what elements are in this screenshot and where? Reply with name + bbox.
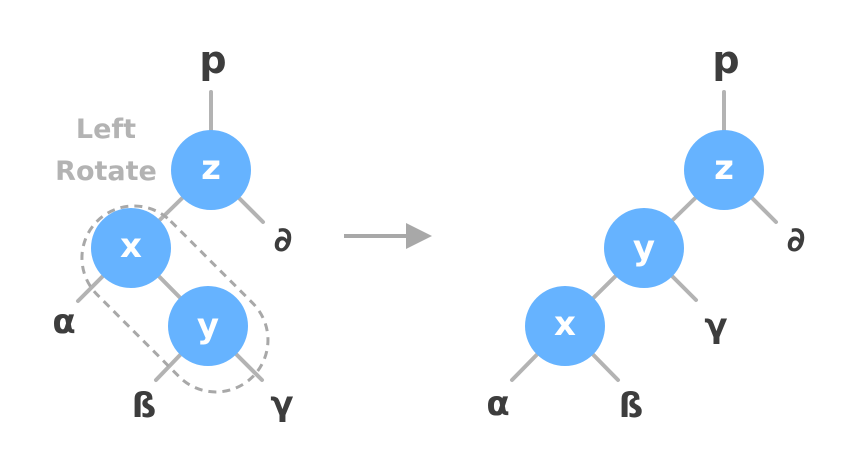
subtree-beta-after: ß [619, 386, 643, 426]
node-y-label-after: y [633, 228, 655, 268]
node-z-label-after: z [714, 148, 734, 188]
before-tree: z x y p ∂ α ß γ Left Rotate [52, 38, 293, 426]
subtree-delta-before: ∂ [274, 220, 293, 260]
node-z-label-before: z [201, 148, 221, 188]
subtree-delta-after: ∂ [787, 220, 806, 260]
rotation-highlight-outline [80, 204, 270, 394]
node-z-after: z [684, 130, 764, 210]
subtree-gamma-after: γ [704, 306, 727, 346]
subtree-alpha-after: α [486, 384, 509, 424]
node-y-after: y [604, 208, 684, 288]
caption-line-1: Left [76, 114, 136, 145]
subtree-gamma-before: γ [270, 384, 293, 424]
node-y-label-before: y [197, 306, 219, 346]
node-x-label-after: x [554, 304, 576, 344]
node-y-before: y [168, 286, 248, 366]
node-x-label-before: x [120, 226, 142, 266]
after-tree: z y x p ∂ γ α ß [486, 38, 805, 426]
node-x-before: x [91, 208, 171, 288]
node-z-before: z [171, 130, 251, 210]
subtree-beta-before: ß [132, 386, 156, 426]
caption-line-2: Rotate [55, 156, 157, 187]
subtree-alpha-before: α [52, 302, 75, 342]
node-x-after: x [525, 286, 605, 366]
parent-label-before: p [199, 38, 226, 82]
transition-arrow-icon [344, 223, 432, 249]
parent-label-after: p [712, 38, 739, 82]
